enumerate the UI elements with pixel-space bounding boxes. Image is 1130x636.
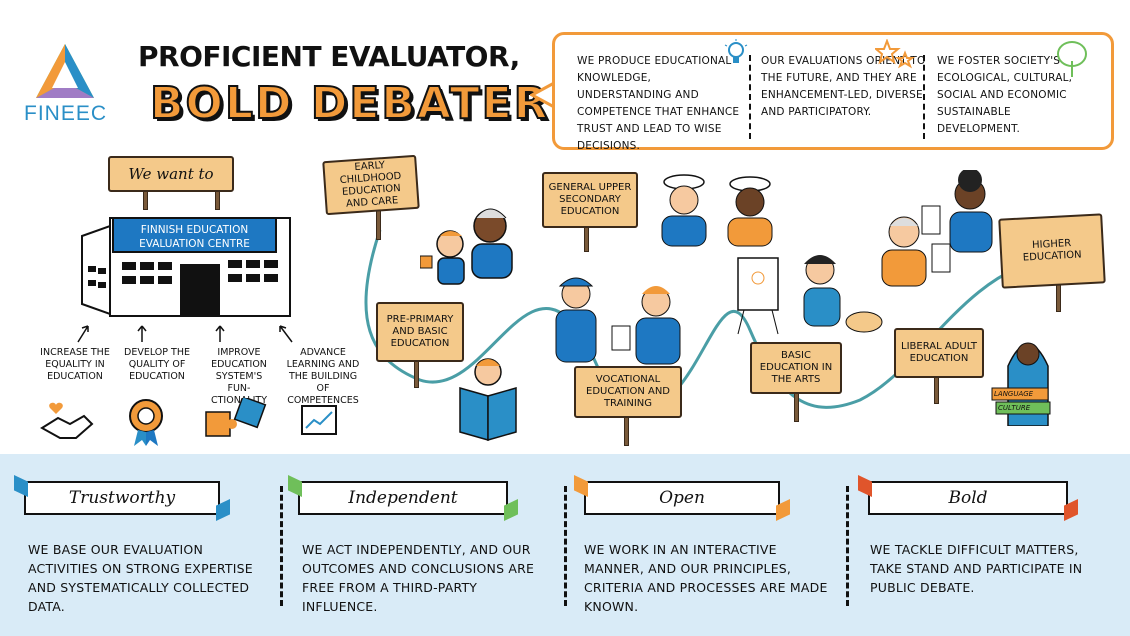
sign-higher-education: Higher education (998, 213, 1106, 289)
book-label-culture: Culture (998, 404, 1031, 412)
value-open-banner: Open (584, 481, 780, 515)
sign-general-upper-label: General upper secondary education (548, 182, 632, 217)
value-open-text: We work in an interactive manner, and ou… (584, 542, 828, 614)
value-independent-banner: Independent (298, 481, 508, 515)
we-want-to-sign: We want to (108, 156, 234, 192)
sign-post (624, 416, 629, 446)
building-illustration (81, 217, 291, 317)
sign-early-childhood: Early childhood education and care (322, 154, 420, 216)
goal-quality: Develop the quality of education (124, 347, 190, 382)
sign-post (934, 376, 939, 404)
vocational-students-illustration (555, 277, 681, 365)
adult-with-child-illustration (420, 208, 513, 285)
bubble-divider (749, 55, 751, 139)
sign-post (794, 392, 799, 422)
sign-vocational-label: Vocational education and training (586, 374, 670, 409)
child-reading-illustration (459, 358, 517, 441)
mission-bubble: We produce educational knowledge, unders… (552, 32, 1114, 152)
goal-functionality: Improve education system's fun-ctionalit… (210, 347, 268, 406)
values-divider (564, 486, 567, 606)
students-upper-secondary-illustration (661, 174, 773, 247)
we-want-to-label: We want to (128, 165, 214, 183)
lightbulb-icon (724, 39, 748, 63)
handshake-icon (40, 402, 94, 439)
mission-text-3: We foster society's ecological, cultural… (937, 55, 1073, 135)
sign-liberal-adult: Liberal adult education (894, 328, 984, 378)
goal-equality: Increase the equality in education (40, 347, 110, 382)
book-label-language: Language (994, 390, 1034, 398)
sign-arts: Basic education in the arts (750, 342, 842, 394)
value-bold-title: Bold (948, 488, 988, 508)
artist-child-illustration (737, 255, 883, 335)
sign-vocational: Vocational education and training (574, 366, 682, 418)
sign-post (376, 208, 381, 240)
value-bold-text: We tackle difficult matters, take stand … (870, 542, 1083, 595)
sign-post (584, 226, 589, 252)
value-bold-banner: Bold (868, 481, 1068, 515)
puzzle-icon (205, 398, 267, 437)
goal-arrows (77, 325, 293, 343)
stars-icon (875, 39, 915, 69)
goal-learning: Advance learning and the building of com… (286, 347, 360, 406)
sign-general-upper: General upper secondary education (542, 172, 638, 228)
medal-icon (129, 399, 163, 446)
value-trustworthy-title: Trustworthy (68, 488, 176, 508)
values-divider (280, 486, 283, 606)
sign-higher-education-label: Higher education (1022, 237, 1082, 264)
sign-liberal-adult-label: Liberal adult education (901, 341, 977, 364)
value-independent-text: We act independently, and our outcomes a… (302, 542, 535, 614)
logo-text: FINEEC (24, 102, 108, 125)
value-trustworthy-text: We base our evaluation activities on str… (28, 542, 253, 614)
adult-learner-illustration (991, 342, 1051, 426)
chart-board-icon (301, 405, 337, 435)
value-trustworthy-banner: Trustworthy (24, 481, 220, 515)
sign-early-childhood-label: Early childhood education and care (339, 159, 402, 210)
sign-post (1056, 284, 1061, 312)
page-title-line2: BOLD DEBATER (149, 77, 550, 130)
sign-pre-primary: Pre-primary and basic education (376, 302, 464, 362)
adults-with-tablets-illustration (881, 170, 993, 287)
mission-text-1: We produce educational knowledge, unders… (577, 55, 740, 152)
page-title-line1: Proficient evaluator, (138, 40, 520, 73)
sign-pre-primary-label: Pre-primary and basic education (386, 314, 454, 349)
building-name-banner: Finnish Education Evaluation Centre (112, 217, 277, 253)
values-divider (846, 486, 849, 606)
value-independent-title: Independent (348, 488, 458, 508)
value-open-title: Open (659, 488, 705, 508)
sign-post (414, 360, 419, 388)
fineec-logo-mark (36, 44, 94, 98)
sign-arts-label: Basic education in the arts (759, 350, 833, 385)
tree-icon (1057, 41, 1087, 77)
bubble-divider (923, 55, 925, 139)
